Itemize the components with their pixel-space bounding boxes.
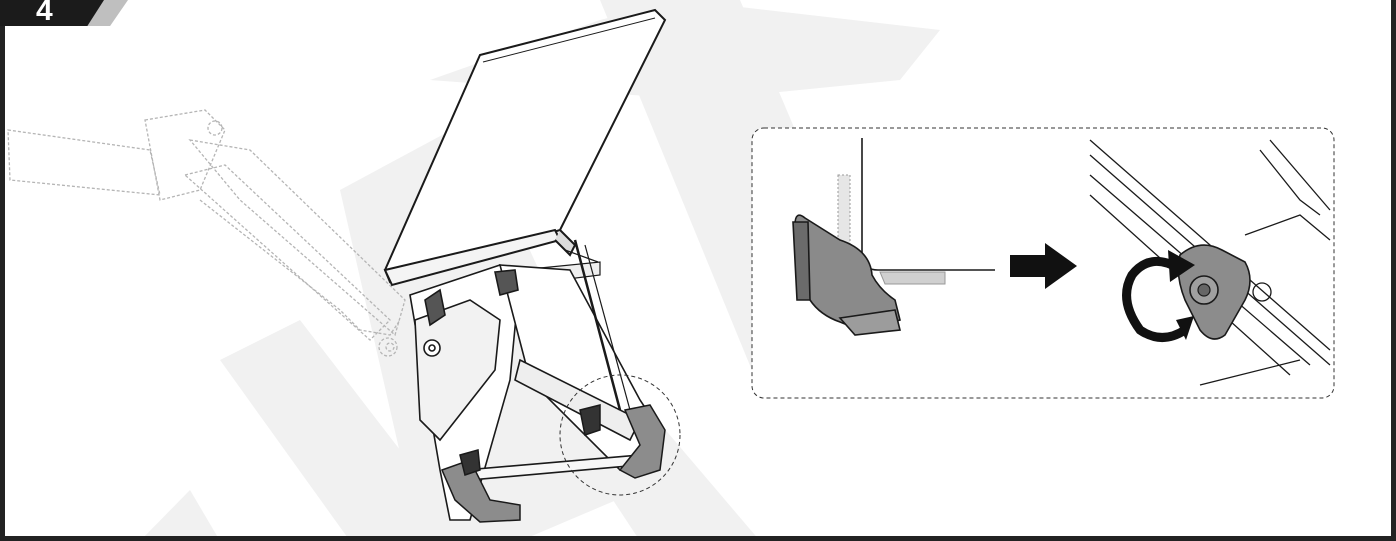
step-number: 4 [36,0,53,27]
laptop-tray [409,239,661,521]
right-arrow-icon [1010,243,1077,289]
knob-detail [1089,139,1331,386]
detail-box [751,127,1335,399]
rotate-clockwise-icon [1122,250,1195,342]
step-badge-inner [0,0,104,26]
corner-clamps [440,404,666,523]
detail-callout-circle [559,374,681,496]
clamp-detail [792,138,995,336]
monitor-arm [7,109,406,357]
